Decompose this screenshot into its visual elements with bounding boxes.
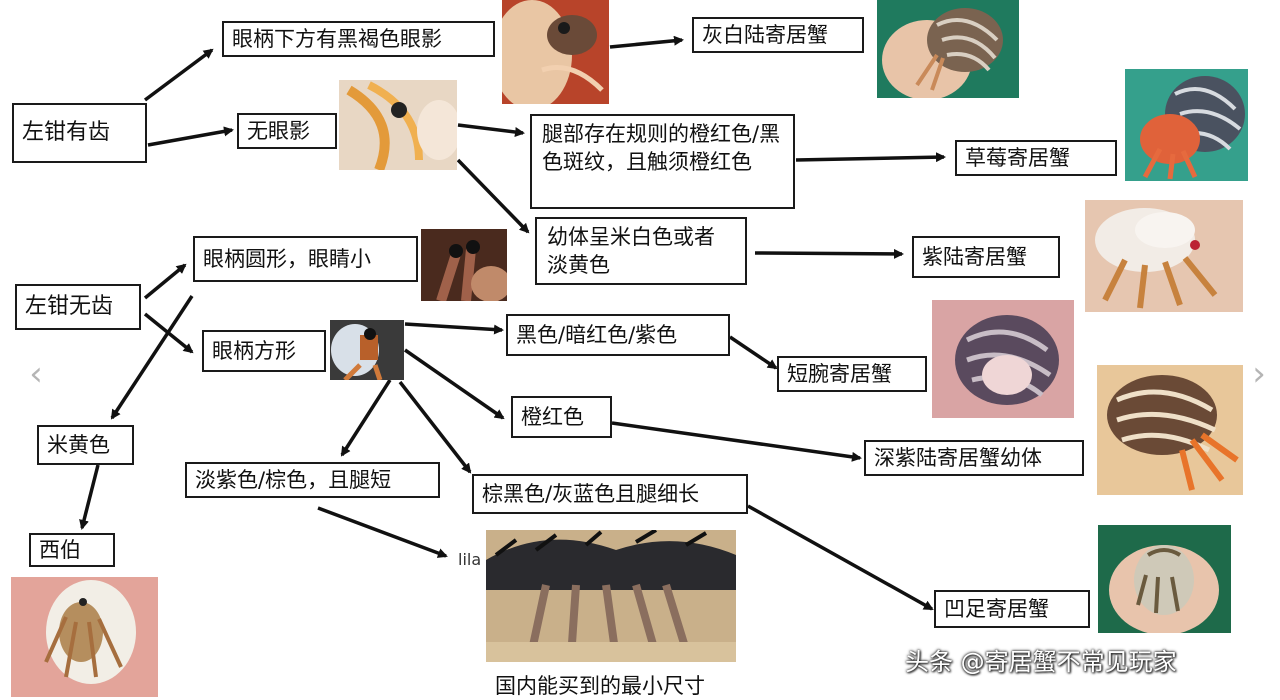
photo-deep-purple-juvenile xyxy=(1097,365,1243,495)
node-xibo: 西伯 xyxy=(29,533,115,567)
photo-square-eyestalk-closeup xyxy=(330,320,404,380)
node-left-claw-no-teeth: 左钳无齿 xyxy=(15,284,141,330)
arrow xyxy=(404,348,505,420)
arrow xyxy=(398,380,472,474)
photo-concave-foot-hermit-crab xyxy=(1098,525,1231,633)
arrow xyxy=(609,35,684,49)
arrow xyxy=(143,263,187,300)
label-lila: lila xyxy=(458,550,482,569)
arrow xyxy=(795,152,946,163)
arrow xyxy=(143,48,214,102)
photo-strawberry-hermit-crab xyxy=(1125,69,1248,181)
node-purple-land-hermit-crab: 紫陆寄居蟹 xyxy=(912,236,1060,278)
caption-smallest-size: 国内能买到的最小尺寸 xyxy=(495,674,705,698)
node-orange-red: 橙红色 xyxy=(511,396,612,438)
node-round-eyestalk: 眼柄圆形，眼睛小 xyxy=(193,236,418,282)
node-leg-pattern: 腿部存在规则的橙红色/黑色斑纹，且触须橙红色 xyxy=(530,114,795,209)
photo-lila-smallest xyxy=(486,530,736,662)
arrow xyxy=(317,506,448,558)
node-square-eyestalk: 眼柄方形 xyxy=(202,330,326,372)
photo-short-wrist-hermit-crab xyxy=(932,300,1074,418)
photo-eye-shadow-closeup xyxy=(502,0,609,104)
arrow xyxy=(79,464,100,530)
photo-gray-white-land-crab xyxy=(877,0,1019,98)
node-brown-black-long-legs: 棕黑色/灰蓝色且腿细长 xyxy=(472,474,748,514)
node-juvenile-cream: 幼体呈米白色或者淡黄色 xyxy=(535,217,747,285)
arrow xyxy=(147,126,234,147)
arrow xyxy=(457,123,525,137)
photo-xibo xyxy=(11,577,158,697)
arrow xyxy=(729,335,778,370)
node-black-darkred-purple: 黑色/暗红色/紫色 xyxy=(506,314,730,356)
arrow xyxy=(340,379,392,457)
photo-round-eyestalk-closeup xyxy=(421,229,507,301)
watermark: 头条 @寄居蟹不常见玩家 xyxy=(905,648,1177,676)
node-lilac-brown-short-legs: 淡紫色/棕色，且腿短 xyxy=(185,462,440,498)
photo-no-eye-shadow-closeup xyxy=(339,80,457,170)
node-left-claw-teeth: 左钳有齿 xyxy=(12,103,147,163)
arrow xyxy=(456,158,530,234)
node-deep-purple-juvenile: 深紫陆寄居蟹幼体 xyxy=(864,440,1084,476)
node-short-wrist-hermit-crab: 短腕寄居蟹 xyxy=(777,356,927,392)
node-no-eye-shadow: 无眼影 xyxy=(237,113,337,149)
arrow xyxy=(404,322,504,335)
arrow xyxy=(747,504,934,611)
node-cream-yellow: 米黄色 xyxy=(37,425,134,465)
node-strawberry-hermit-crab: 草莓寄居蟹 xyxy=(955,140,1117,176)
node-gray-white-land-crab: 灰白陆寄居蟹 xyxy=(692,17,864,53)
arrow xyxy=(611,421,862,462)
arrow xyxy=(754,248,904,259)
node-eye-shadow: 眼柄下方有黑褐色眼影 xyxy=(222,21,495,57)
photo-purple-land-hermit-crab xyxy=(1085,200,1243,312)
arrow xyxy=(143,312,194,354)
carousel-prev-icon[interactable]: ‹ xyxy=(29,354,43,394)
node-concave-foot-hermit-crab: 凹足寄居蟹 xyxy=(934,590,1090,628)
carousel-next-icon[interactable]: › xyxy=(1252,354,1266,394)
